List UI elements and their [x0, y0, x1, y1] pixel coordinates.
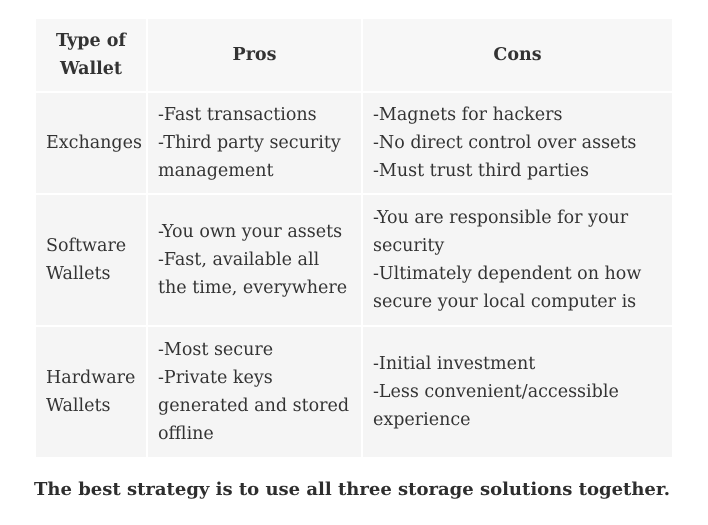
cell-line: Wallets — [46, 396, 111, 416]
cell-line: Exchanges — [46, 133, 142, 153]
cell-line: -Fast transactions — [158, 105, 317, 125]
cons-cell: -You are responsible for your security -… — [363, 195, 672, 325]
summary-paragraph: The best strategy is to use all three st… — [34, 476, 670, 504]
summary-text: The best strategy is to use all three st… — [34, 479, 670, 500]
cell-line: -You own your assets — [158, 222, 343, 242]
pros-cell: -Most secure -Private keys generated and… — [148, 327, 361, 457]
cell-line: -Magnets for hackers — [373, 105, 563, 125]
cell-line: -Less convenient/accessible experience — [373, 382, 619, 430]
table-row: Exchanges -Fast transactions -Third part… — [36, 93, 672, 193]
cell-line: -No direct control over assets — [373, 133, 637, 153]
cell-line: -Must trust third parties — [373, 161, 589, 181]
cell-line: -You are responsible for your security — [373, 208, 629, 256]
cell-line: Wallets — [46, 264, 111, 284]
cell-line: -Third party security management — [158, 133, 341, 181]
table-header-row: Type of Wallet Pros Cons — [36, 19, 672, 91]
cell-line: -Private keys generated and stored offli… — [158, 368, 350, 444]
pros-cell: -You own your assets -Fast, available al… — [148, 195, 361, 325]
cons-cell: -Initial investment -Less convenient/acc… — [363, 327, 672, 457]
table-row: Software Wallets -You own your assets -F… — [36, 195, 672, 325]
header-type-of-wallet: Type of Wallet — [36, 19, 146, 91]
pros-cell: -Fast transactions -Third party security… — [148, 93, 361, 193]
header-cons: Cons — [363, 19, 672, 91]
header-pros: Pros — [148, 19, 361, 91]
wallet-type-cell: Software Wallets — [36, 195, 146, 325]
cell-line: Software — [46, 236, 127, 256]
cell-line: -Fast, available all the time, everywher… — [158, 250, 348, 298]
wallet-comparison-table: Type of Wallet Pros Cons Exchanges -Fast… — [34, 17, 674, 459]
cell-line: -Ultimately dependent on how secure your… — [373, 264, 642, 312]
cell-line: Hardware — [46, 368, 136, 388]
cell-line: -Most secure — [158, 340, 274, 360]
table-row: Hardware Wallets -Most secure -Private k… — [36, 327, 672, 457]
cell-line: -Initial investment — [373, 354, 536, 374]
wallet-type-cell: Exchanges — [36, 93, 146, 193]
wallet-type-cell: Hardware Wallets — [36, 327, 146, 457]
cons-cell: -Magnets for hackers -No direct control … — [363, 93, 672, 193]
